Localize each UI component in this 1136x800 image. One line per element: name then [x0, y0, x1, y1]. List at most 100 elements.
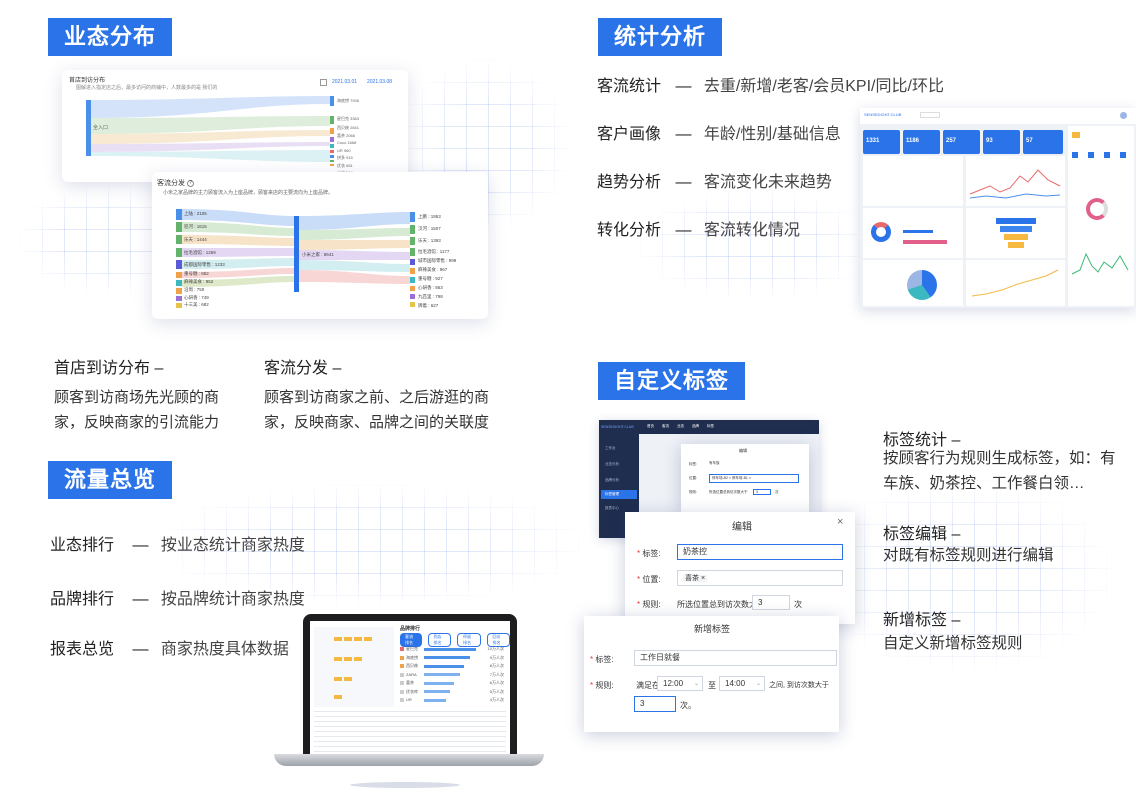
date-start[interactable]: 2021.03.01 [332, 79, 358, 85]
rule-count-input[interactable]: 3 [634, 696, 676, 712]
sankey2-source: 沿周 : 750 [184, 287, 205, 292]
tag-new-title: 新增标签 – [883, 612, 961, 629]
sankey2-target: 乐天 : 1393 [418, 238, 441, 243]
kpi-card: 1186 [903, 130, 940, 154]
dashboard-search[interactable] [920, 112, 940, 118]
calendar-icon[interactable] [320, 79, 327, 86]
rule-unit: 次 [794, 600, 802, 609]
rule-text: 所选位置总到访次数大于 [677, 600, 765, 609]
dialog-title: 新增标签 [694, 624, 731, 634]
sankey2-title: 客流分发 ? [157, 178, 194, 188]
dialog-title: 编辑 [732, 522, 752, 533]
pos-input[interactable]: 喜茶 × [677, 570, 843, 586]
nav-item[interactable]: 业态 [677, 424, 684, 428]
sankey-target-list: 海底捞 7936 星巴克 3363 西贝莜 2841 喜茶 2066 Coco … [337, 97, 359, 177]
sankey-target: 优衣 651 [337, 162, 353, 168]
laptop-shadow [350, 782, 460, 788]
tag-app-topbar: 首页 客流 业态 品牌 标签 [639, 420, 819, 434]
sankey-chart [86, 96, 334, 166]
pos-label: * 位置: [637, 575, 661, 584]
tag-input[interactable]: 有车族 [709, 461, 720, 465]
laptop-base [274, 754, 544, 766]
rule-mid: 之间, 到访次数大于 [769, 682, 829, 689]
tag-input[interactable]: 奶茶控 [677, 544, 843, 560]
sankey-target: 星巴克 3363 [337, 115, 360, 121]
date-end[interactable]: 2021.03.08 [367, 79, 393, 85]
time-end-select[interactable]: 14:00⌄ [719, 676, 765, 691]
sankey2-target: 拉毛酒馆 : 1177 [418, 249, 450, 254]
sankey2-source: 成都国际零售 : 1233 [184, 262, 225, 267]
sankey2-source: 十三美 : 682 [184, 302, 209, 307]
sankey2-source: 巡河 : 1615 [184, 224, 207, 229]
sankey2-source: 乐天 : 1444 [184, 237, 207, 242]
first-store-sankey-card: 首店到访分布 图解进入指定店之后，最多访问的商铺中，人数最多的是 我们的 202… [62, 70, 408, 182]
sidebar-item[interactable]: 业态分析 [605, 462, 619, 466]
traffic-item-report: 报表总览 — 商家热度具体数据 [50, 641, 289, 658]
sankey-target: 拼多 915 [337, 155, 353, 160]
laptop-chart-title: 品牌排行 [400, 626, 421, 632]
pos-input[interactable]: 停车场-B2 × 停车场-B1 × [709, 474, 799, 483]
sidebar-item[interactable]: 品牌分析 [605, 478, 619, 482]
sidebar-item[interactable]: 报表中心 [605, 506, 619, 510]
nav-item[interactable]: 标签 [707, 424, 714, 428]
section-title-custom: 自定义标签 [598, 362, 746, 400]
rule-unit: 次。 [680, 701, 696, 710]
first-store-desc: 顾客到访商场先光顾的商家，反映商家的引流能力 [54, 389, 220, 431]
dashboard-brand: SENSEDIGHT.CLUB [864, 112, 902, 117]
stats-dashboard: SENSEDIGHT.CLUB 1331 1186 257 93 57 [860, 108, 1136, 308]
sidebar-item[interactable]: 标签管理 [601, 490, 637, 499]
tag-label: * 标签: [637, 549, 661, 558]
pos-label: 位置: [689, 476, 697, 480]
close-icon[interactable]: × [837, 516, 844, 528]
sidebar-item[interactable]: 工作台 [605, 446, 616, 450]
rule-unit: 次 [775, 490, 779, 494]
laptop-table [314, 711, 506, 753]
dashboard-panel-right [1068, 126, 1134, 306]
back-edit-dialog: 编辑 标签: 有车族 位置: 停车场-B2 × 停车场-B1 × 规则: 所选位… [681, 444, 809, 512]
avatar[interactable] [1120, 112, 1127, 119]
kpi-card: 1331 [863, 130, 900, 154]
sankey-target: UR 960 [337, 147, 351, 153]
dashboard-panel-pie [863, 260, 963, 306]
traffic-item-format-rank: 业态排行 — 按业态统计商家热度 [50, 537, 305, 554]
laptop-tabs: 客流排名 到店排名 停留排名 回访排名 [400, 633, 510, 647]
sankey2-note: 小米之家品牌的主力顾客流入为上座品牌，顾客来店的主要流向为上座品牌。 [163, 190, 334, 196]
tag-stats-title: 标签统计 – [883, 432, 961, 449]
chevron-down-icon: ⌄ [693, 681, 699, 687]
rule-count-input[interactable]: 3 [752, 595, 790, 610]
laptop-tab[interactable]: 停留排名 [457, 633, 481, 647]
stats-item-traffic: 客流统计 — 去重/新增/老客/会员KPI/同比/环比 [597, 78, 944, 95]
stats-item-conversion: 转化分析 — 客流转化情况 [597, 222, 800, 239]
sankey-note: 图解进入指定店之后，最多访问的商铺中，人数最多的是 我们的 [76, 85, 218, 91]
sankey2-chart [176, 209, 415, 308]
nav-item[interactable]: 品牌 [692, 424, 699, 428]
rule-count-input[interactable]: 3 [753, 489, 771, 495]
nav-item[interactable]: 首页 [647, 424, 654, 428]
rule-label: * 规则: [637, 600, 661, 609]
time-start-select[interactable]: 12:00⌄ [657, 676, 703, 691]
time-sep: 至 [708, 681, 716, 690]
kpi-card: 257 [943, 130, 980, 154]
sankey2-target: 重号糖 : 927 [418, 276, 443, 281]
laptop-tab[interactable]: 回访排名 [486, 633, 510, 647]
tag-input[interactable]: 工作日就餐 [634, 650, 837, 666]
laptop-tab[interactable]: 客流排名 [400, 633, 422, 647]
nav-item[interactable]: 客流 [662, 424, 669, 428]
traffic-item-brand-rank: 品牌排行 — 按品牌统计商家热度 [50, 591, 305, 608]
sankey-target: Coco 1668 [337, 140, 357, 145]
pos-chip[interactable]: 喜茶 × [683, 575, 708, 582]
sankey2-target: 九匹里 : 798 [418, 294, 443, 299]
grid-decoration [640, 190, 870, 300]
tag-edit-desc: 对既有标签规则进行编辑 [883, 547, 1054, 564]
help-icon[interactable]: ? [186, 179, 194, 187]
sankey2-source: 重号糖 : 862 [184, 271, 209, 276]
rule-prefix: 满足在 [636, 681, 660, 690]
laptop-tab[interactable]: 到店排名 [427, 633, 451, 647]
